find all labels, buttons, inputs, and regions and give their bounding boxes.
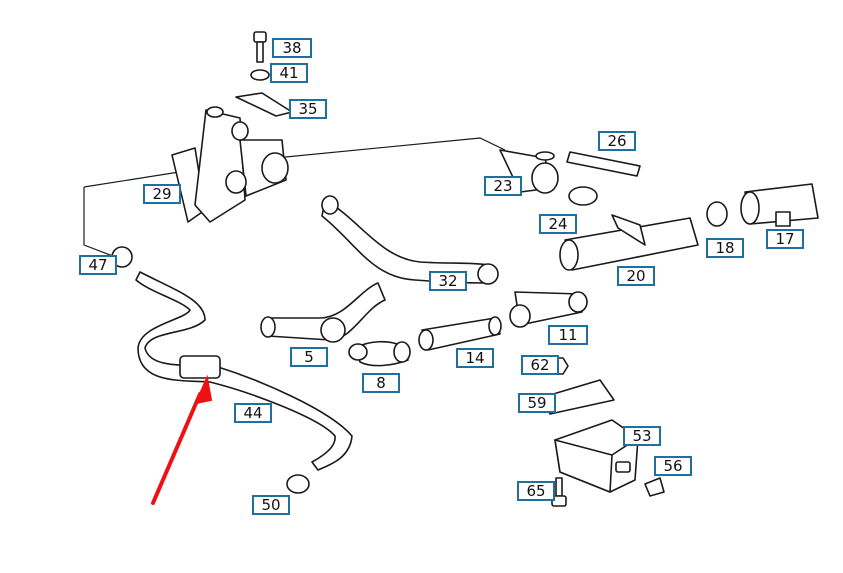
pipe-14 — [418, 316, 502, 351]
callout-18: 18 — [706, 238, 744, 258]
red-arrow-indicator — [151, 374, 213, 505]
valve-53 — [554, 419, 639, 493]
pipe-11 — [509, 291, 588, 328]
hose-44 — [135, 271, 353, 471]
plug-56 — [644, 477, 665, 497]
callout-26: 26 — [598, 131, 636, 151]
callout-65: 65 — [517, 481, 555, 501]
hose-32 — [321, 195, 499, 285]
callout-17: 17 — [766, 229, 804, 249]
bolt-65 — [551, 477, 567, 507]
clamp-50 — [286, 474, 310, 494]
callout-59: 59 — [518, 393, 556, 413]
bolt-38 — [253, 31, 267, 63]
clamp-18 — [706, 201, 728, 227]
hose-5 — [260, 282, 386, 343]
valve-20 — [559, 214, 699, 271]
callout-29: 29 — [143, 184, 181, 204]
callout-35: 35 — [289, 99, 327, 119]
washer-41 — [250, 69, 270, 81]
callout-44: 44 — [234, 403, 272, 423]
callout-50: 50 — [252, 495, 290, 515]
callout-14: 14 — [456, 348, 494, 368]
callout-62: 62 — [521, 355, 559, 375]
callout-24: 24 — [539, 214, 577, 234]
callout-53: 53 — [623, 426, 661, 446]
callout-8: 8 — [362, 373, 400, 393]
callout-38: 38 — [272, 38, 312, 58]
thermostat-housing-29 — [171, 106, 289, 223]
bracket-35 — [235, 92, 293, 117]
callout-23: 23 — [484, 176, 522, 196]
callout-20: 20 — [617, 266, 655, 286]
clamp-24 — [568, 186, 598, 206]
callout-56: 56 — [654, 456, 692, 476]
callout-47: 47 — [79, 255, 117, 275]
callout-5: 5 — [290, 347, 328, 367]
callout-11: 11 — [548, 325, 588, 345]
pipe-26 — [566, 151, 641, 177]
callout-41: 41 — [270, 63, 308, 83]
elbow-8 — [348, 340, 411, 367]
pipe-17 — [740, 183, 819, 227]
callout-32: 32 — [429, 271, 467, 291]
reference-line — [83, 137, 506, 259]
hose-23 — [499, 149, 559, 194]
